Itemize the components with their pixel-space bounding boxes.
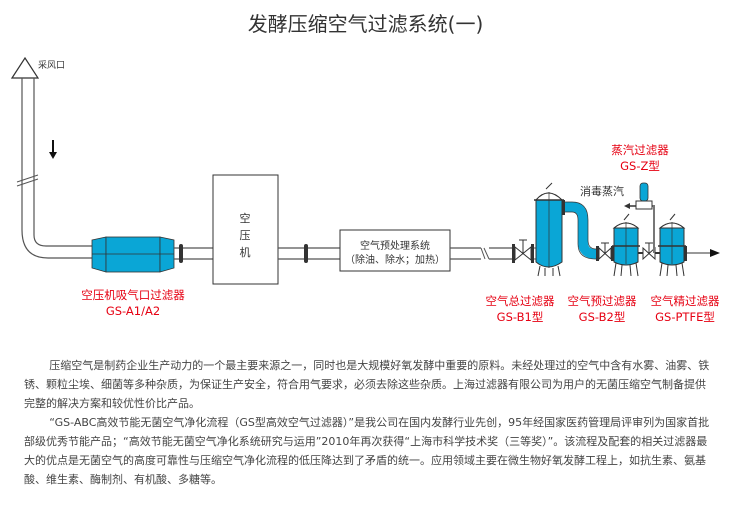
component-label-steam-filter: 蒸汽过滤器 GS-Z型 bbox=[600, 142, 680, 174]
component-model: GS-A1/A2 bbox=[105, 304, 161, 318]
pretreatment-system-box bbox=[339, 229, 451, 272]
pipe-break-mark bbox=[16, 174, 39, 187]
process-diagram bbox=[10, 56, 720, 285]
component-name: 蒸汽过滤器 bbox=[611, 143, 669, 157]
air-compressor-box bbox=[212, 174, 279, 285]
component-name: 空压机吸气口过滤器 bbox=[81, 288, 185, 302]
air-intake-hood bbox=[10, 56, 40, 79]
compressor-label-char: 机 bbox=[239, 246, 251, 259]
intake-label: 采风口 bbox=[38, 61, 66, 71]
pipe-flange bbox=[304, 244, 308, 263]
article-body: 压缩空气是制药企业生产动力的一个最主要来源之一，同时也是大规模好氧发酵中重要的原… bbox=[24, 356, 714, 489]
component-label-fine-filter: 空气精过滤器 GS-PTFE型 bbox=[645, 293, 725, 325]
compressor-label-char: 空 bbox=[239, 212, 251, 225]
component-name: 空气预过滤器 bbox=[567, 294, 637, 308]
valve-icon bbox=[512, 239, 534, 263]
compressor-label: 空压机 bbox=[238, 210, 252, 261]
article-paragraph: “GS-ABC高效节能无菌空气净化流程（GS型高效空气过滤器）”是我公司在国内发… bbox=[24, 416, 710, 486]
component-label-intake-filter: 空压机吸气口过滤器 GS-A1/A2 bbox=[72, 287, 194, 319]
intake-duct bbox=[21, 78, 92, 259]
valve-icon bbox=[596, 242, 614, 261]
connecting-pipe bbox=[562, 202, 597, 259]
component-model: GS-B2型 bbox=[578, 310, 626, 324]
flow-down-arrow-icon bbox=[49, 140, 57, 159]
component-model: GS-B1型 bbox=[496, 310, 544, 324]
component-model: GS-Z型 bbox=[620, 159, 660, 173]
flow-out-arrow-icon bbox=[710, 249, 720, 257]
page-title: 发酵压缩空气过滤系统(一) bbox=[247, 12, 484, 36]
pre-filter-vessel bbox=[612, 213, 640, 277]
intake-filter-symbol bbox=[91, 236, 175, 273]
fine-filter-vessel bbox=[658, 213, 687, 277]
pretreatment-title: 空气预处理系统 bbox=[360, 241, 430, 252]
component-name: 空气精过滤器 bbox=[650, 294, 720, 308]
steam-line bbox=[647, 205, 655, 253]
pretreatment-subtitle: （除油、除水；加热） bbox=[345, 255, 445, 266]
component-model: GS-PTFE型 bbox=[655, 310, 715, 324]
main-filter-vessel bbox=[534, 182, 564, 277]
component-label-pre-filter: 空气预过滤器 GS-B2型 bbox=[562, 293, 642, 325]
component-name: 空气总过滤器 bbox=[485, 294, 555, 308]
compressor-label-char: 压 bbox=[239, 229, 251, 242]
steam-filter-vessel bbox=[635, 182, 653, 210]
article-paragraph: 压缩空气是制药企业生产动力的一个最主要来源之一，同时也是大规模好氧发酵中重要的原… bbox=[24, 359, 710, 410]
steam-out-arrow-icon bbox=[624, 203, 630, 209]
pretreatment-label: 空气预处理系统 （除油、除水；加热） bbox=[340, 240, 450, 268]
steam-label: 消毒蒸汽 bbox=[580, 185, 624, 198]
component-label-main-filter: 空气总过滤器 GS-B1型 bbox=[480, 293, 560, 325]
pipe-flange bbox=[179, 244, 183, 263]
